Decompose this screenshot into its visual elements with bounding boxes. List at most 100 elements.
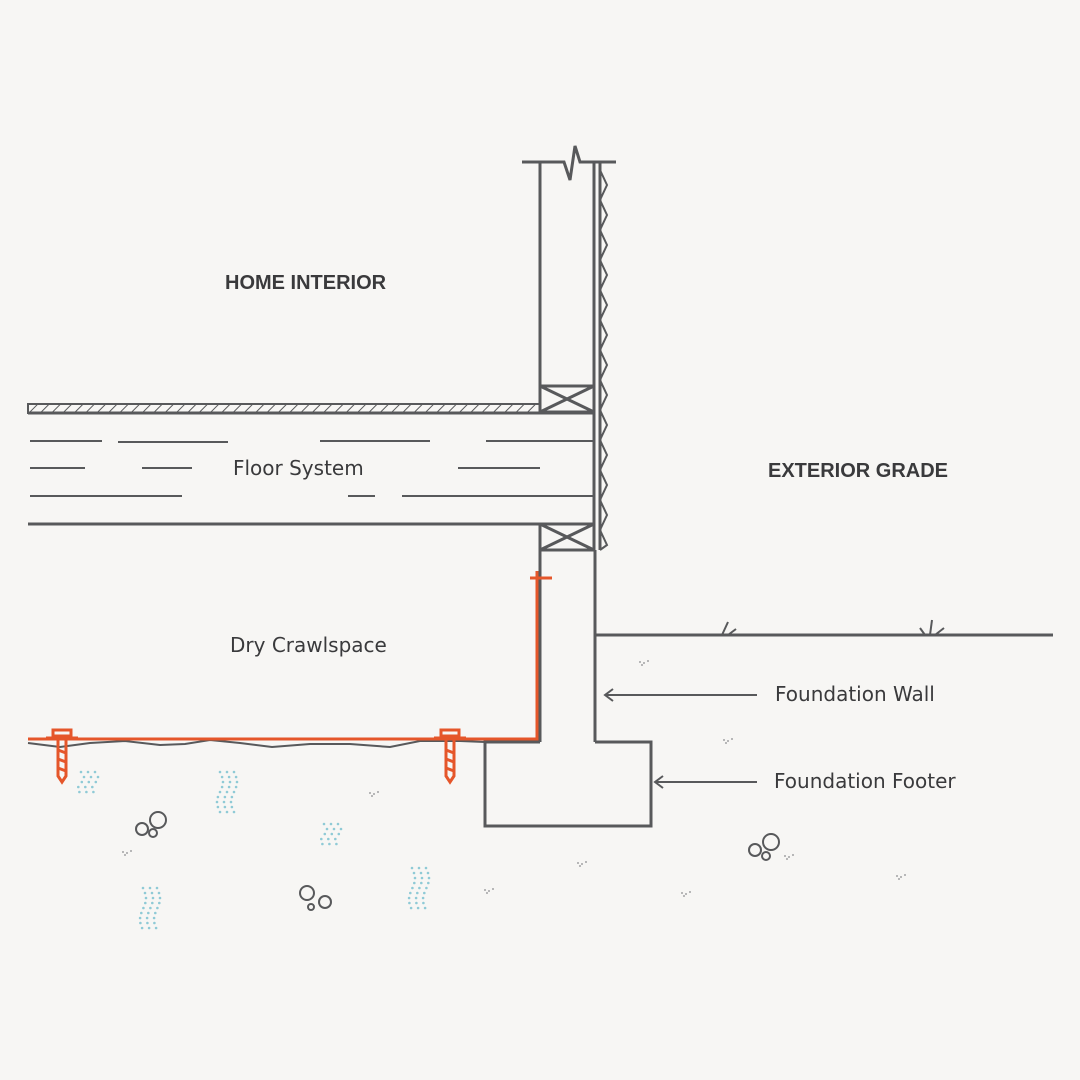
soil-speck: [641, 664, 643, 666]
soil-rocks: [135, 811, 780, 911]
moisture-dot: [158, 896, 162, 900]
moisture-dot: [150, 891, 154, 895]
foundation: [483, 550, 653, 828]
moisture-dot: [425, 886, 428, 890]
moisture-dot: [410, 866, 414, 870]
moisture-dot: [227, 785, 231, 789]
moisture-dot: [78, 790, 81, 794]
ground-stake-left: [46, 728, 78, 785]
moisture-dot: [412, 871, 416, 875]
moisture-dot: [149, 906, 152, 910]
soil-speck: [896, 875, 898, 877]
soil-speck: [639, 661, 641, 663]
soil-speck: [371, 795, 373, 797]
moisture-dot: [334, 837, 337, 841]
soil-speck: [792, 854, 794, 856]
moisture-dot: [328, 842, 331, 846]
moisture-dot: [339, 827, 343, 831]
moisture-dot: [232, 770, 236, 774]
moisture-dot: [234, 775, 238, 779]
moisture-dot: [422, 901, 425, 905]
moisture-dot: [409, 891, 412, 895]
soil-speck: [486, 892, 488, 894]
moisture-dot: [221, 780, 225, 784]
moisture-dot: [416, 891, 419, 895]
moisture-dot: [218, 770, 222, 774]
moisture-dot: [228, 780, 232, 784]
home-interior-label: HOME INTERIOR: [225, 272, 387, 294]
soil-speck: [731, 738, 733, 740]
moisture-dot: [218, 790, 222, 794]
moisture-dot: [335, 842, 338, 846]
soil-speck: [788, 856, 790, 858]
moisture-dot: [152, 916, 156, 920]
moisture-dot: [151, 896, 155, 900]
exterior-wall: [522, 145, 616, 551]
rim-block-lower: [538, 522, 596, 552]
soil-speck: [786, 858, 788, 860]
moisture-dot: [320, 837, 323, 841]
soil-speck: [685, 893, 687, 895]
moisture-dot: [323, 832, 327, 836]
moisture-dot: [329, 822, 333, 826]
dry-crawlspace-label: Dry Crawlspace: [230, 633, 387, 657]
moisture-dot: [218, 810, 222, 814]
moisture-dot: [82, 775, 86, 779]
soil-speck: [784, 855, 786, 857]
moisture-dot: [96, 775, 100, 779]
soil-specks: [122, 660, 906, 897]
exterior-grade-line: [595, 619, 1053, 637]
moisture-dot: [322, 822, 326, 826]
moisture-dot: [140, 911, 143, 915]
moisture-dot: [91, 785, 94, 789]
moisture-dot: [414, 896, 418, 900]
moisture-dot: [85, 790, 88, 794]
moisture-dot: [418, 886, 421, 890]
moisture-dot: [232, 790, 236, 794]
moisture-dot: [142, 906, 145, 910]
moisture-dot: [223, 795, 227, 799]
moisture-dot: [87, 780, 91, 784]
moisture-dot: [220, 785, 224, 789]
soil-speck: [124, 854, 126, 856]
moisture-dot: [234, 785, 238, 789]
moisture-dot: [225, 790, 229, 794]
moisture-dot: [144, 901, 147, 905]
soil-speck: [122, 851, 124, 853]
moisture-dot: [148, 886, 152, 890]
moisture-dot: [332, 827, 336, 831]
foundation-wall-label: Foundation Wall: [775, 682, 935, 706]
moisture-dot: [80, 780, 84, 784]
moisture-dot: [215, 800, 219, 804]
moisture-dot: [225, 810, 229, 814]
moisture-dot: [330, 832, 334, 836]
soil-speck: [377, 791, 379, 793]
moisture-dot: [423, 906, 427, 910]
moisture-dot: [232, 810, 236, 814]
soil-speck: [723, 739, 725, 741]
moisture-dot: [336, 822, 340, 826]
foundation-footer-label: Foundation Footer: [774, 769, 956, 793]
moisture-dot: [147, 911, 150, 915]
soil-speck: [488, 890, 490, 892]
moisture-dot: [337, 832, 341, 836]
moisture-dot: [153, 921, 156, 925]
moisture-dot: [222, 800, 226, 804]
moisture-dot: [413, 881, 416, 885]
vapor-barrier: [28, 571, 552, 741]
moisture-dot: [93, 770, 97, 774]
soil-speck: [904, 874, 906, 876]
moisture-dot: [413, 876, 417, 880]
moisture-dot: [89, 775, 93, 779]
moisture-dot: [409, 906, 413, 910]
moisture-dot: [321, 842, 324, 846]
moisture-dot: [156, 906, 159, 910]
soil-speck: [579, 865, 581, 867]
moisture-dot: [84, 785, 87, 789]
moisture-icons: [77, 770, 431, 930]
soil-speck: [130, 850, 132, 852]
moisture-dot: [151, 901, 154, 905]
floor-system: [28, 411, 594, 526]
soil-speck: [585, 861, 587, 863]
